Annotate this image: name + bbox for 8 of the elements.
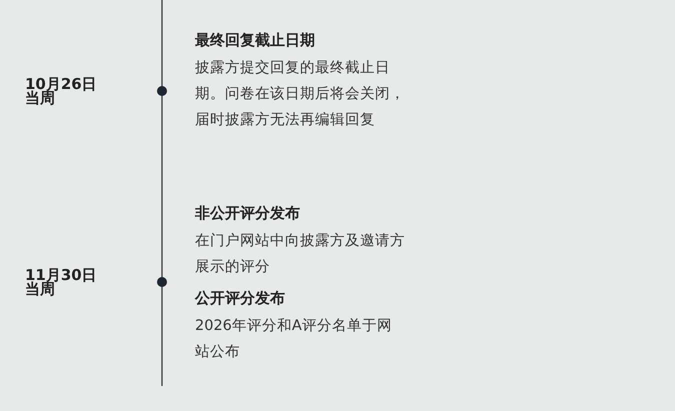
event-title: 公开评分发布 (195, 288, 286, 309)
event-title: 最终回复截止日期 (195, 30, 316, 51)
event-title: 非公开评分发布 (195, 203, 301, 224)
date-label: 10月26日当周 (25, 77, 97, 105)
date-label: 11月30日当周 (25, 268, 97, 296)
event-description: 披露方提交回复的最终截止日期。问卷在该日期后将会关闭，届时披露方无法再编辑回复 (195, 58, 405, 130)
event-description: 2026年评分和A评分名单于网站公布 (195, 317, 393, 362)
event-description: 在门户网站中向披露方及邀请方展示的评分 (195, 232, 405, 277)
